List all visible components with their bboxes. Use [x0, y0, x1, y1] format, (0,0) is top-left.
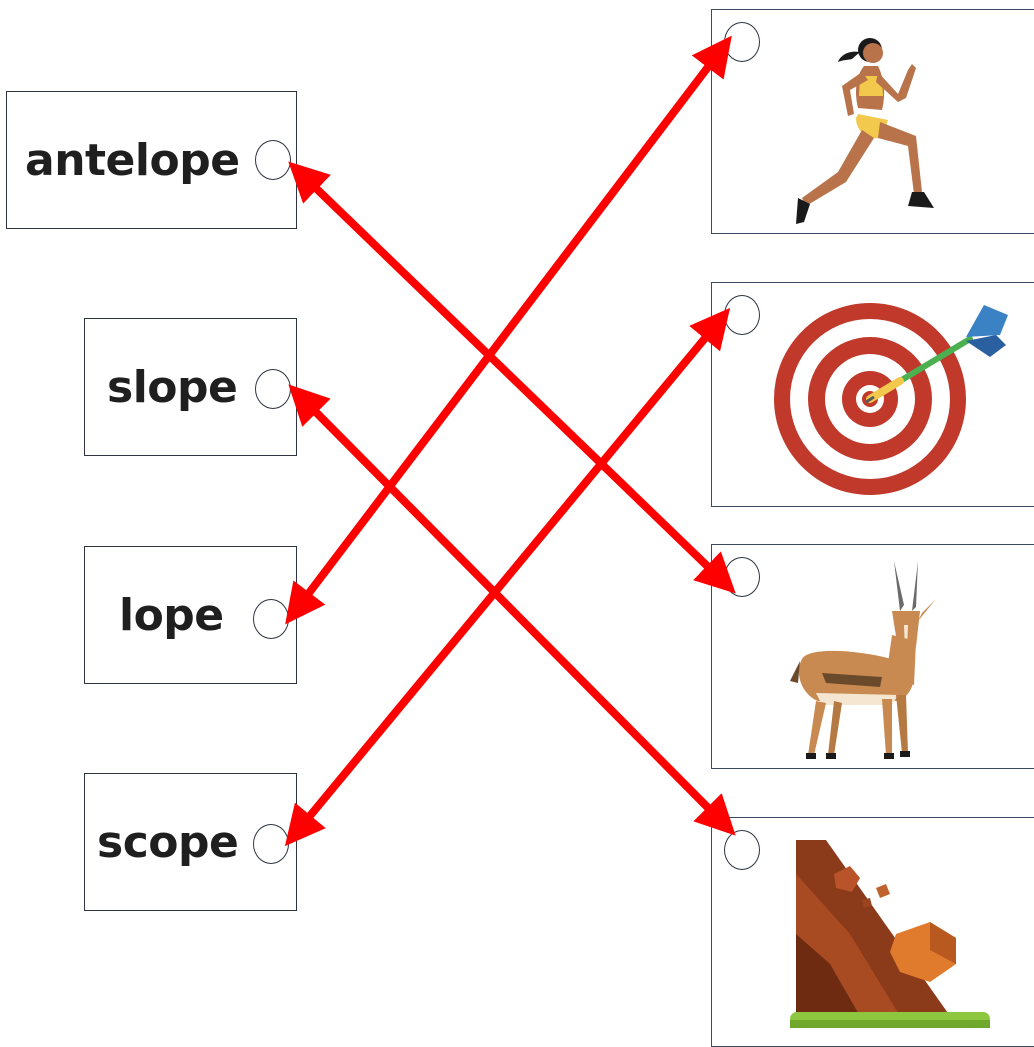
word-card-scope[interactable]: scope [84, 773, 297, 911]
word-label-slope: slope [107, 361, 238, 413]
picture-card-runner[interactable] [711, 9, 1034, 234]
target-icon [774, 303, 1008, 495]
word-label-scope: scope [97, 816, 239, 868]
word-card-slope[interactable]: slope [84, 318, 297, 456]
word-label-lope: lope [119, 589, 224, 641]
word-connector-slope[interactable] [255, 369, 291, 409]
arrow-slope-to-landslide [288, 384, 736, 836]
word-connector-lope[interactable] [253, 599, 289, 639]
landslide-icon [790, 840, 990, 1028]
arrow-lope-to-runner [285, 35, 732, 625]
arrow-scope-to-target [284, 307, 731, 847]
word-label-antelope: antelope [25, 134, 240, 186]
word-card-lope[interactable]: lope [84, 546, 297, 684]
picture-connector-target[interactable] [724, 295, 760, 335]
picture-connector-landslide[interactable] [724, 830, 760, 870]
picture-card-landslide[interactable] [711, 817, 1034, 1047]
picture-connector-runner[interactable] [724, 22, 760, 62]
antelope-icon [790, 561, 936, 759]
picture-connector-antelope[interactable] [724, 557, 760, 597]
word-connector-scope[interactable] [253, 824, 289, 864]
runner-icon [796, 38, 934, 224]
picture-card-target[interactable] [711, 282, 1034, 507]
picture-card-antelope[interactable] [711, 544, 1034, 769]
word-connector-antelope[interactable] [255, 140, 291, 180]
arrow-antelope-to-antelope [288, 161, 736, 594]
word-card-antelope[interactable]: antelope [6, 91, 297, 229]
